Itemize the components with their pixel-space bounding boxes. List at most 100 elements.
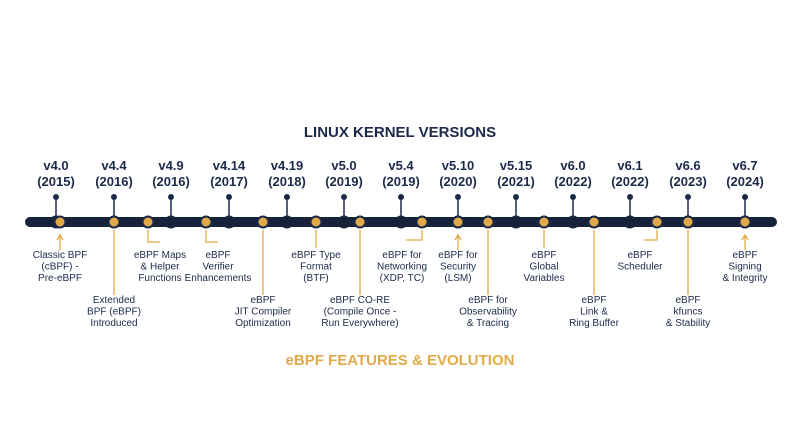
feature-node (650, 215, 664, 229)
feature-node (199, 215, 213, 229)
feature-node (353, 215, 367, 229)
feature-label-line: & Tracing (467, 318, 509, 329)
feature-label-line: Pre-eBPF (38, 273, 82, 284)
version-name: v6.1 (617, 158, 642, 173)
version-year: (2023) (669, 174, 707, 189)
feature-label-line: Functions (138, 273, 181, 284)
version-year: (2022) (554, 174, 592, 189)
feature-label-line: Scheduler (617, 262, 663, 273)
version-name: v5.0 (331, 158, 356, 173)
version-name: v4.9 (158, 158, 183, 173)
feature-label-line: Classic BPF (33, 250, 87, 261)
version-name: v5.15 (500, 158, 533, 173)
version-dot (513, 194, 519, 200)
feature-connector (406, 230, 423, 241)
feature-node (415, 215, 429, 229)
feature-label-line: eBPF Type (291, 250, 341, 261)
feature-label-line: eBPF (531, 250, 556, 261)
feature-node (309, 215, 323, 229)
feature-label-line: eBPF (732, 250, 757, 261)
version-name: v5.10 (442, 158, 475, 173)
feature-label-line: Link & (580, 307, 608, 318)
feature-label-line: Global (530, 262, 559, 273)
feature-label-line: (cBPF) - (41, 262, 78, 273)
version-dot (627, 194, 633, 200)
version-name: v5.4 (388, 158, 414, 173)
feature-label-line: Format (300, 262, 332, 273)
version-year: (2021) (497, 174, 535, 189)
feature-label-line: Variables (524, 273, 565, 284)
version-year: (2016) (95, 174, 133, 189)
version-name: v4.0 (43, 158, 68, 173)
feature-node (53, 215, 67, 229)
version-year: (2019) (382, 174, 420, 189)
feature-connector (205, 230, 218, 243)
version-name: v6.6 (675, 158, 700, 173)
version-dot (226, 194, 232, 200)
version-dot (284, 194, 290, 200)
version-marker: v5.0(2019) (325, 158, 363, 229)
feature-label-line: Enhancements (185, 273, 252, 284)
feature-label-line: Networking (377, 262, 427, 273)
version-marker: v6.6(2023) (669, 158, 707, 229)
feature-label-line: eBPF (205, 250, 230, 261)
version-dot (168, 194, 174, 200)
feature-node (681, 215, 695, 229)
feature-connector (147, 230, 160, 243)
feature-node (256, 215, 270, 229)
feature-label-line: eBPF for (438, 250, 478, 261)
version-name: v6.7 (732, 158, 757, 173)
version-dot (111, 194, 117, 200)
feature-marker: eBPF CO-RE(Compile Once -Run Everywhere) (321, 215, 399, 329)
version-name: v4.19 (271, 158, 304, 173)
feature-label-line: (BTF) (303, 273, 329, 284)
feature-label-line: eBPF (250, 295, 275, 306)
version-year: (2020) (439, 174, 477, 189)
feature-label-line: Optimization (235, 318, 291, 329)
version-dot (570, 194, 576, 200)
version-dot (685, 194, 691, 200)
footer-title: eBPF FEATURES & EVOLUTION (286, 352, 515, 369)
version-dot (53, 194, 59, 200)
version-year: (2018) (268, 174, 306, 189)
feature-label-line: (LSM) (444, 273, 471, 284)
feature-label-line: eBPF (675, 295, 700, 306)
version-year: (2024) (726, 174, 764, 189)
version-name: v6.0 (560, 158, 585, 173)
feature-connector (644, 230, 658, 241)
feature-node (107, 215, 121, 229)
version-dot (398, 194, 404, 200)
feature-label-line: Introduced (90, 318, 137, 329)
version-dot (341, 194, 347, 200)
version-year: (2022) (611, 174, 649, 189)
feature-label-line: Observability (459, 307, 517, 318)
feature-label-line: (XDP, TC) (380, 273, 425, 284)
arrow-head-icon (454, 233, 462, 241)
feature-label-line: & Integrity (722, 273, 767, 284)
feature-node (141, 215, 155, 229)
feature-label-line: BPF (eBPF) (87, 307, 141, 318)
feature-node (738, 215, 752, 229)
feature-label-line: JIT Compiler (235, 307, 292, 318)
version-name: v4.14 (213, 158, 246, 173)
version-year: (2017) (210, 174, 248, 189)
feature-label-line: eBPF Maps (134, 250, 186, 261)
version-markers: v4.0(2015)v4.4(2016)v4.9(2016)v4.14(2017… (37, 158, 764, 229)
feature-label-line: Signing (728, 262, 761, 273)
feature-label-line: Verifier (202, 262, 234, 273)
feature-label-line: eBPF (627, 250, 652, 261)
